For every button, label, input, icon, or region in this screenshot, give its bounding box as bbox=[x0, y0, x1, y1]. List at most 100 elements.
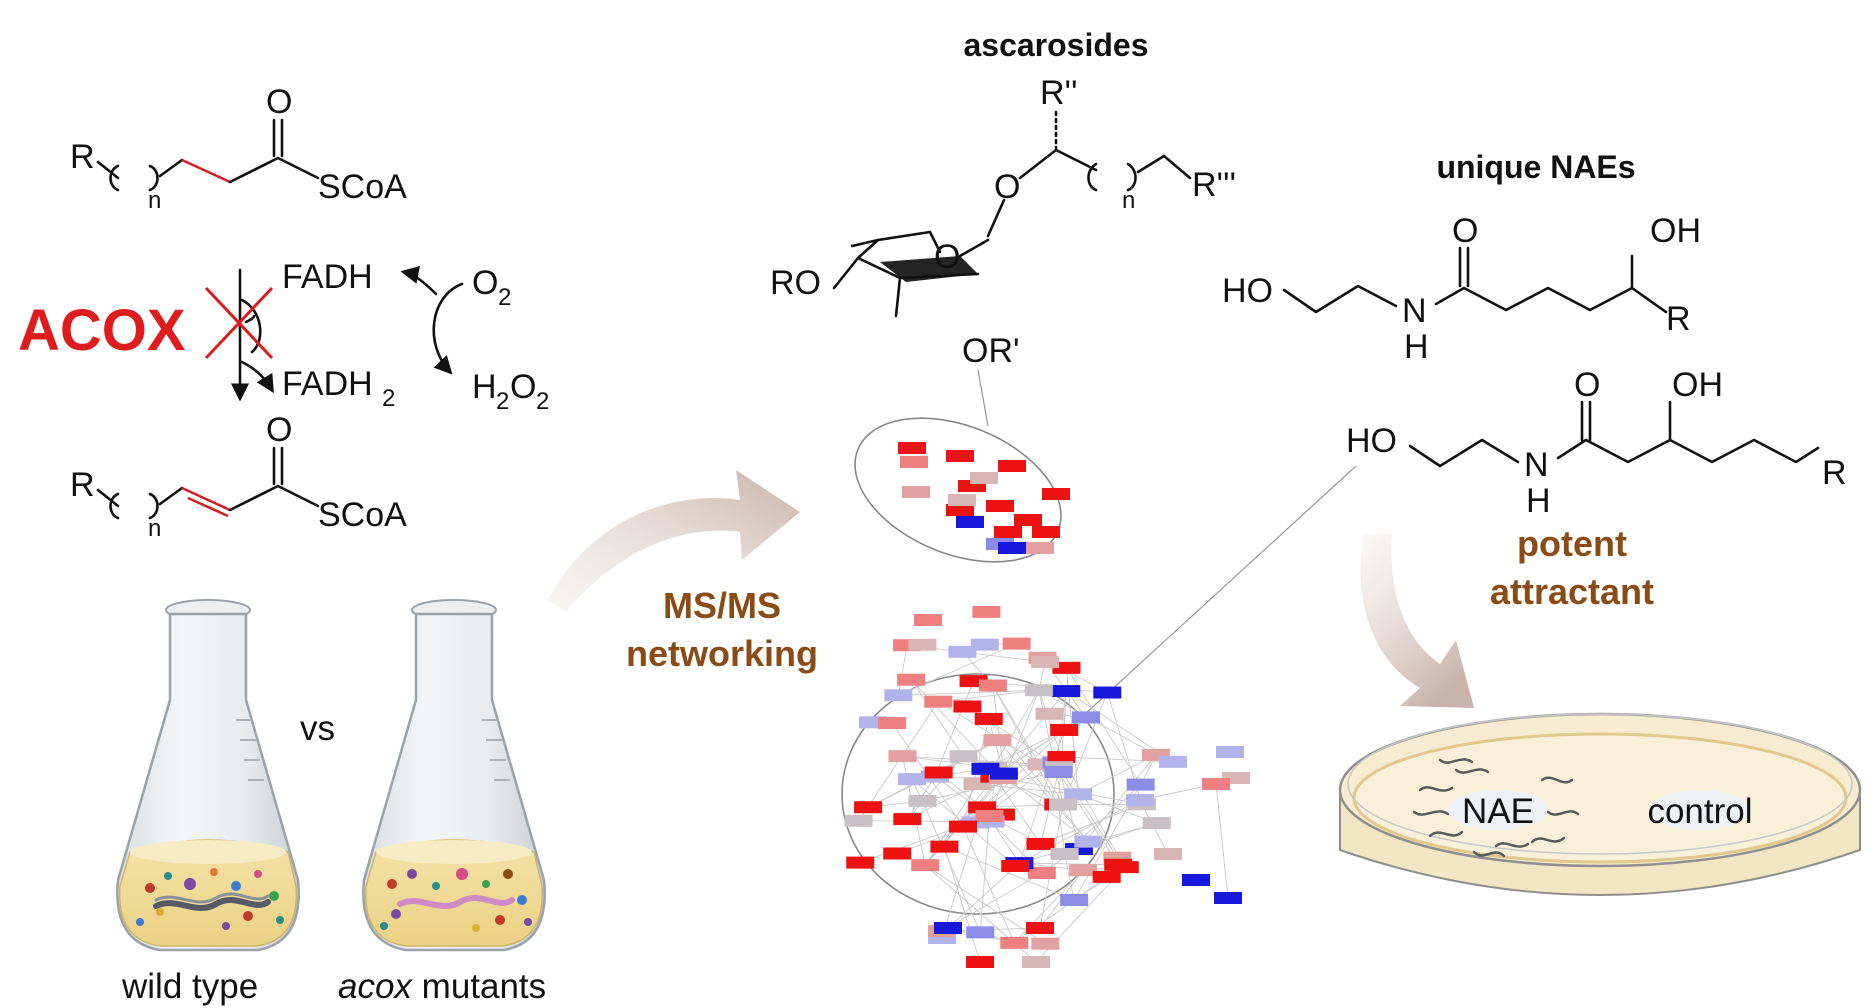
network-edge bbox=[1078, 754, 1157, 850]
network-edge bbox=[944, 846, 1075, 901]
network-node bbox=[1027, 867, 1056, 880]
network-node bbox=[854, 801, 883, 814]
peroxide-label: H 2 O 2 bbox=[472, 368, 549, 415]
network-edge bbox=[988, 718, 1059, 805]
network-node bbox=[1104, 858, 1133, 871]
network-node bbox=[949, 820, 978, 833]
h2o2-2b: 2 bbox=[536, 388, 549, 415]
vs-label: vs bbox=[300, 709, 335, 748]
acox-italic: acox bbox=[338, 967, 413, 1006]
network-node bbox=[1216, 746, 1244, 758]
network-edge bbox=[898, 643, 1017, 696]
network-edge bbox=[992, 690, 1040, 768]
flow-arrow-to-assay-icon bbox=[1360, 534, 1474, 708]
network-node bbox=[953, 700, 982, 713]
cofactor-fadh2: FADH 2 bbox=[282, 365, 395, 412]
network-node bbox=[966, 956, 994, 968]
h2o2-o: O bbox=[510, 368, 536, 406]
network-node bbox=[1035, 707, 1064, 720]
network-node bbox=[1026, 837, 1055, 850]
network-node bbox=[1071, 711, 1100, 724]
network-edge bbox=[897, 645, 908, 696]
nae2-oh-label: OH bbox=[1672, 366, 1723, 404]
network-node bbox=[1074, 835, 1103, 848]
network-node bbox=[1064, 788, 1093, 801]
molecular-network bbox=[841, 369, 1357, 968]
network-node bbox=[1044, 765, 1073, 778]
network-node bbox=[989, 767, 1018, 780]
network-node bbox=[911, 859, 940, 872]
network-edge bbox=[1062, 692, 1108, 805]
flask-acox-mutants bbox=[362, 599, 546, 952]
substrate-carbonyl-o: O bbox=[266, 83, 292, 121]
nae2-n-label: N bbox=[1524, 446, 1549, 484]
network-edge bbox=[1013, 869, 1084, 944]
network-edge bbox=[938, 689, 1039, 703]
o2-main: O bbox=[472, 264, 498, 302]
network-edge bbox=[1215, 783, 1229, 899]
network-node bbox=[883, 847, 912, 860]
worm-icon bbox=[153, 897, 271, 911]
network-node bbox=[948, 645, 977, 658]
nae1-n-label: N bbox=[1402, 292, 1427, 330]
network-node bbox=[978, 679, 1007, 692]
network-node bbox=[970, 472, 998, 484]
nae2-h-label: H bbox=[1526, 482, 1551, 520]
network-node bbox=[948, 494, 976, 506]
network-edge bbox=[934, 680, 974, 777]
network-edge bbox=[947, 862, 1020, 929]
network-edge bbox=[1039, 804, 1064, 929]
network-node bbox=[924, 766, 953, 779]
network-node bbox=[1049, 798, 1078, 811]
network-node bbox=[1026, 922, 1054, 934]
nae2-r-label: R bbox=[1822, 454, 1847, 492]
potent-attractant-line1: potent bbox=[1517, 523, 1627, 564]
ascaroside-structure: R'' O n R''' RO O OR' bbox=[770, 74, 1236, 370]
potent-attractant-line2: attractant bbox=[1490, 571, 1654, 612]
wild-type-label: wild type bbox=[121, 967, 258, 1006]
ascaroside-r2-label: R'' bbox=[1040, 74, 1078, 112]
product-scoa-label: SCoA bbox=[318, 496, 407, 534]
ascaroside-or1-label: OR' bbox=[962, 332, 1020, 370]
network-node bbox=[966, 926, 995, 939]
network-edge bbox=[1019, 799, 1141, 864]
network-node bbox=[998, 460, 1026, 472]
network-node bbox=[908, 638, 937, 651]
nae2-ho-label: HO bbox=[1346, 422, 1397, 460]
network-edge bbox=[1061, 756, 1173, 763]
network-node bbox=[844, 814, 873, 827]
network-node bbox=[888, 750, 917, 763]
ascaroside-ro-label: RO bbox=[770, 264, 821, 302]
dish-nae-label: NAE bbox=[1462, 792, 1534, 831]
network-node bbox=[898, 442, 926, 454]
network-node bbox=[1060, 893, 1089, 906]
ascarosides-title: ascarosides bbox=[963, 27, 1148, 63]
network-nodes bbox=[844, 442, 1250, 968]
network-node bbox=[1002, 637, 1031, 650]
network-node bbox=[900, 456, 928, 468]
network-node bbox=[930, 840, 959, 853]
network-node bbox=[1050, 723, 1079, 736]
network-node bbox=[1024, 684, 1053, 697]
nae1-ho-label: HO bbox=[1222, 272, 1273, 310]
network-node bbox=[908, 794, 937, 807]
network-edge bbox=[994, 776, 1041, 845]
network-node bbox=[924, 695, 953, 708]
acox-mutants-label: acox mutants bbox=[338, 967, 546, 1006]
product-r-label: R bbox=[70, 466, 95, 504]
network-edge bbox=[1063, 691, 1067, 730]
mutants-text: mutants bbox=[412, 967, 546, 1006]
network-node bbox=[956, 516, 984, 528]
substrate-acyl-coa: R n O SCoA bbox=[70, 83, 407, 214]
dish-control-label: control bbox=[1647, 792, 1752, 831]
network-node bbox=[1154, 848, 1182, 860]
flask-wild-type bbox=[116, 599, 300, 952]
nae-structure-1: HO N H O OH R bbox=[1222, 212, 1701, 366]
ms-networking-line2: networking bbox=[626, 633, 818, 674]
network-edge bbox=[941, 872, 1043, 932]
network-node bbox=[1202, 778, 1230, 790]
network-edge bbox=[906, 755, 964, 820]
network-node bbox=[974, 712, 1003, 725]
network-node bbox=[1069, 864, 1098, 877]
